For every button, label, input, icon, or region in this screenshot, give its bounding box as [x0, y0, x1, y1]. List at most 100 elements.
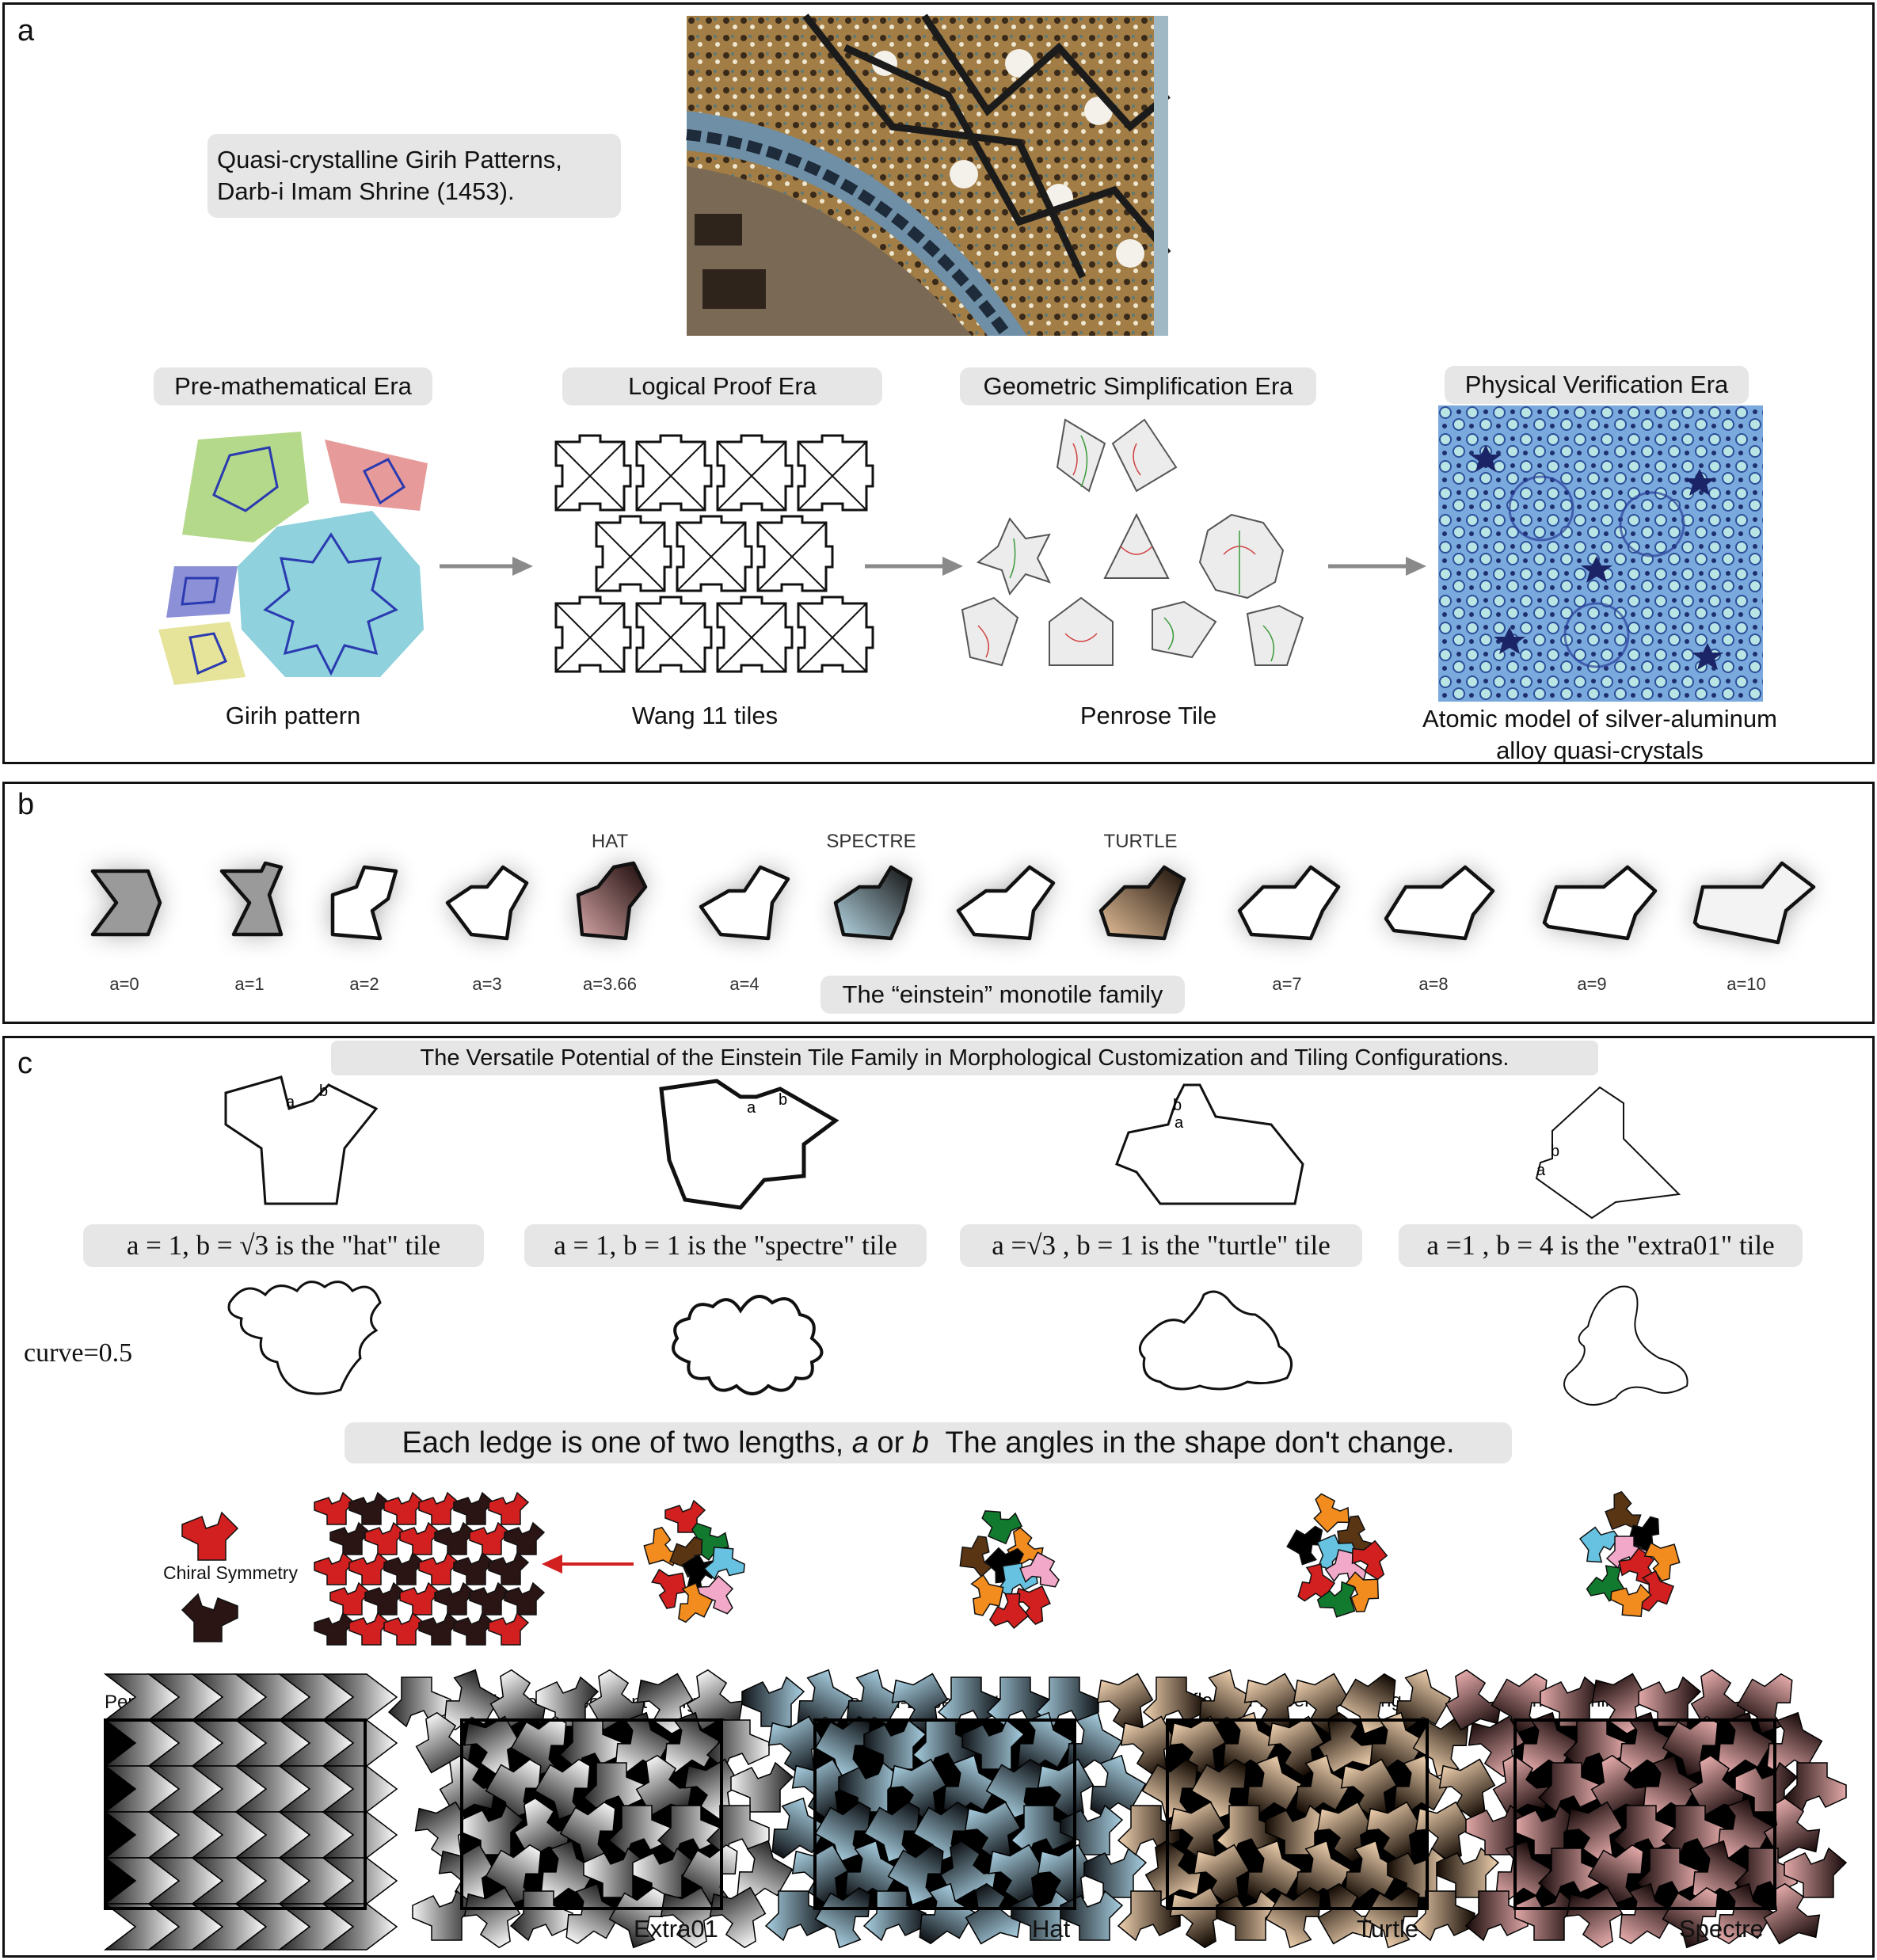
tiling-tile: [1643, 1754, 1700, 1817]
tiling-tile: [1365, 1801, 1423, 1863]
cluster-tile: [678, 1582, 714, 1623]
monotile-a-value: a=10: [1727, 974, 1766, 994]
cluster-turtle: [1286, 1493, 1388, 1618]
chiral-tiling-tile: [314, 1551, 356, 1585]
tile-outline-extra01: a b: [1535, 1086, 1681, 1220]
spec-spectre: a = 1, b = 1 is the "spectre" tile: [524, 1224, 927, 1267]
tile-outline-hat: a b: [224, 1075, 379, 1205]
monotile-a-value: a=2: [349, 974, 379, 994]
chiral-tiling-tile: [383, 1491, 425, 1525]
tiling-tile: [558, 1719, 622, 1771]
tiling-tile: [1717, 1797, 1774, 1859]
tiling-tile: [439, 1754, 497, 1817]
arrow-2: [865, 557, 963, 576]
wang-tile-diagonal: [555, 441, 625, 511]
chiral-tiling-tile: [453, 1612, 495, 1646]
tiling-tile: [1169, 1886, 1227, 1949]
chiral-tiling-tile: [488, 1612, 530, 1646]
panel-c-title: The Versatile Potential of the Einstein …: [331, 1041, 1598, 1075]
tiling-tile: [1692, 1840, 1749, 1902]
tiling-tile: [535, 1676, 600, 1727]
edge-label-b: b: [1173, 1097, 1182, 1114]
tiling-tile: [1037, 1758, 1095, 1821]
edge-label-a: a: [1175, 1114, 1184, 1132]
tiling-tile: [1344, 1840, 1401, 1902]
tiling-tile: [534, 1758, 591, 1821]
tiling-tile: [1246, 1754, 1303, 1817]
cluster-hat: [959, 1510, 1060, 1630]
edge-label-a: a: [286, 1094, 295, 1111]
tiling-tile: [1066, 1711, 1123, 1774]
tiling-tile: [1438, 1758, 1496, 1821]
curved-tile-spectre: [672, 1295, 824, 1395]
tiling-tile: [1363, 1886, 1420, 1949]
era-title-geometric-simplification: Geometric Simplification Era: [960, 367, 1316, 405]
cluster-tile: [1014, 1585, 1051, 1625]
tiling-tile: [461, 1804, 525, 1855]
arrow-1: [440, 557, 533, 576]
tiling-tile: [565, 1882, 622, 1945]
tiling-tile: [683, 1758, 741, 1821]
wang-tile-diagonal: [798, 441, 867, 511]
monotile-item: a=7: [1237, 865, 1341, 994]
cluster-tile: [981, 1510, 1023, 1545]
tiling-tile: [1661, 1805, 1725, 1856]
tiling-tile: [1339, 1673, 1396, 1735]
monotile-shape: [1542, 865, 1658, 941]
monotile-shape: [445, 865, 529, 941]
tiling-tile: [1169, 1801, 1227, 1863]
monotile-shape: [1692, 861, 1816, 945]
edge-label-b: b: [779, 1091, 787, 1109]
girih-pattern-figure: [158, 432, 428, 685]
chiral-tiling-tile: [348, 1491, 390, 1525]
chiral-tiling-tile: [314, 1491, 356, 1525]
tiling-tile: [964, 1801, 1022, 1863]
tiling-tile: [767, 1715, 825, 1778]
tiling-tile: [607, 1805, 672, 1856]
tiling-tile: [1717, 1882, 1774, 1945]
edge-label-a: a: [1536, 1162, 1546, 1179]
tiling-tile: [919, 1882, 976, 1945]
chiral-tiling-tile: [364, 1521, 406, 1555]
tiling-tile: [863, 1718, 927, 1770]
tiling-name-spectre: Spectre: [1679, 1915, 1764, 1943]
tiling-tile: [937, 1676, 1001, 1728]
chiral-tiling-tile: [434, 1521, 476, 1555]
cluster-extra01: [643, 1499, 745, 1623]
cluster-tile: [1578, 1526, 1620, 1563]
tiling-tile: [1090, 1754, 1147, 1817]
tiling-tile: [844, 1840, 901, 1902]
tiling-tile: [1096, 1673, 1154, 1735]
tiling-tile: [1445, 1669, 1502, 1731]
tiling-tile: [1193, 1844, 1251, 1906]
tiling-tile: [1037, 1844, 1095, 1906]
tiling-thumb-hat: [741, 1669, 1148, 1949]
tiling-tile: [1537, 1848, 1601, 1899]
spec-turtle: a =√3 , b = 1 is the "turtle" tile: [960, 1224, 1362, 1267]
tiling-tile: [1295, 1754, 1352, 1817]
monotile-shape: [956, 865, 1056, 941]
wang-tile-diagonal: [596, 522, 665, 592]
chiral-tiling-tile: [488, 1491, 530, 1525]
cluster-spectre: [1578, 1490, 1681, 1618]
tiling-tile: [988, 1844, 1045, 1906]
monotile-shape: [699, 865, 790, 941]
tiling-tile: [1035, 1676, 1099, 1728]
panel-c-label: c: [17, 1047, 32, 1080]
chiral-symmetry-label: Chiral Symmetry: [163, 1562, 298, 1583]
monotile-shape: [833, 865, 913, 941]
tiling-tile: [463, 1886, 521, 1949]
tiling-tile: [1340, 1758, 1398, 1821]
tiling-tile: [1619, 1882, 1676, 1945]
chiral-tiling-tile: [418, 1491, 460, 1525]
monotile-a-value: a=9: [1577, 974, 1606, 994]
tiling-tile: [463, 1715, 521, 1778]
tiling-tile: [1142, 1676, 1206, 1728]
tiling-tile: [912, 1719, 976, 1771]
monotile-shape: [90, 869, 162, 937]
arrow-3: [1328, 557, 1426, 576]
shrine-mosaic-photo: [686, 13, 1171, 340]
wang-tile-diagonal: [717, 603, 786, 672]
chiral-tiling-tile: [469, 1581, 511, 1616]
